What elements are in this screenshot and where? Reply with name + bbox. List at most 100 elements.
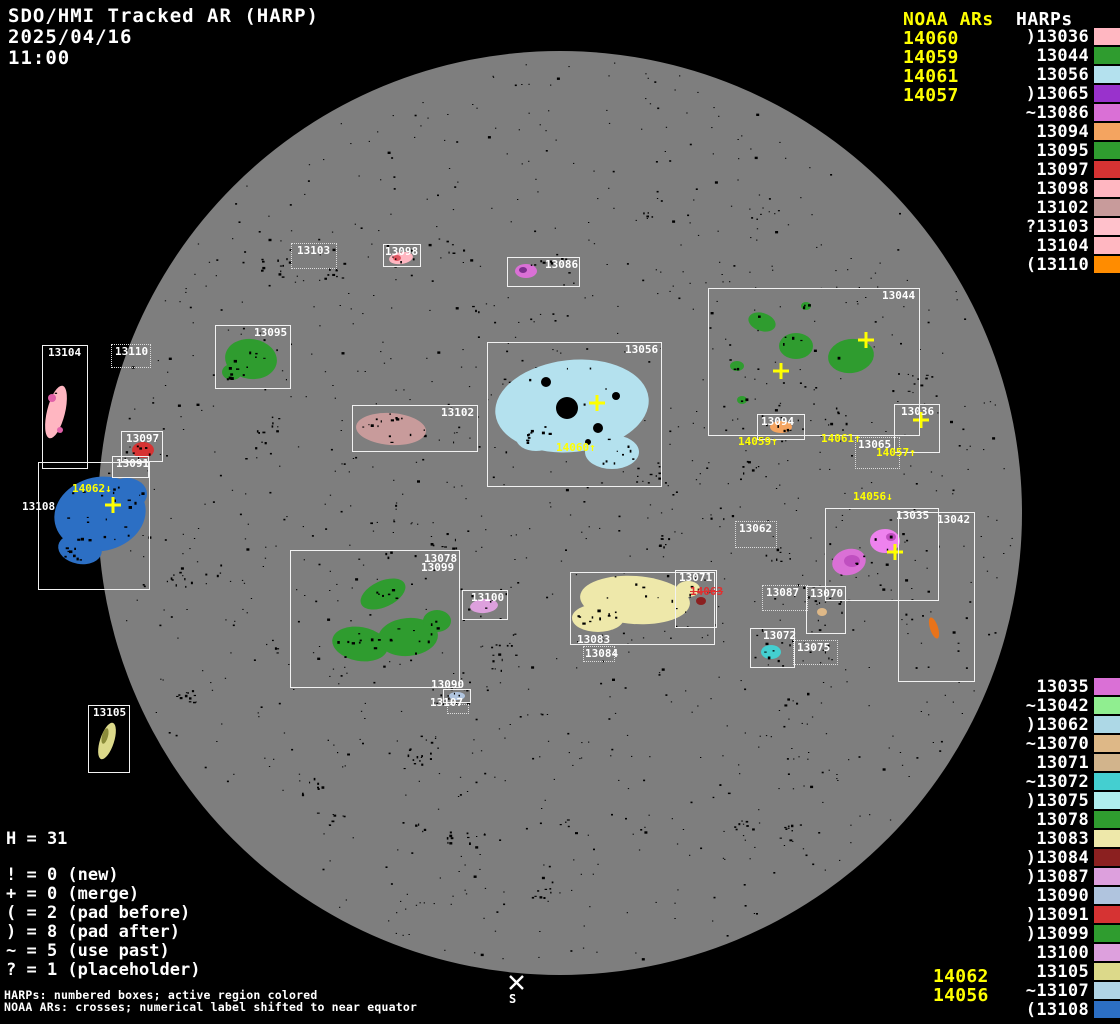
harp-list-item: ~13107 bbox=[900, 981, 1120, 1001]
harp-color-swatch bbox=[1094, 161, 1120, 178]
harp-list-item: (13110 bbox=[900, 255, 1120, 275]
harp-label-13099: 13099 bbox=[421, 561, 455, 574]
harp-label-13075: 13075 bbox=[797, 641, 831, 654]
region-blob-13094 bbox=[770, 421, 792, 433]
harp-box-13086 bbox=[507, 257, 580, 287]
harp-list-item: 13056 bbox=[900, 64, 1120, 85]
harp-box-13042 bbox=[898, 512, 975, 682]
noaa-cross bbox=[858, 332, 874, 348]
harp-box-13091 bbox=[112, 456, 149, 478]
harp-label-13042: 13042 bbox=[937, 513, 971, 526]
harp-label-13102: 13102 bbox=[441, 406, 475, 419]
harp-list-item: 13098 bbox=[900, 179, 1120, 199]
harp-color-swatch bbox=[1094, 218, 1120, 235]
harp-box-13056 bbox=[487, 342, 662, 487]
region-blob-13044 bbox=[779, 333, 813, 359]
harp-list-item: ~13070 bbox=[900, 733, 1120, 754]
noaa-number: 14057 bbox=[903, 85, 959, 106]
noaa-cross bbox=[913, 412, 929, 428]
harp-color-swatch bbox=[1094, 123, 1120, 140]
region-blob-13071 bbox=[696, 597, 706, 605]
harp-box-13075 bbox=[793, 640, 838, 665]
noaa-label-14059: 14059↑ bbox=[738, 435, 778, 448]
harp-color-swatch bbox=[1094, 868, 1120, 885]
harp-box-13099 bbox=[290, 550, 460, 688]
harp-color-swatch bbox=[1094, 678, 1120, 695]
harp-list-item: )13084 bbox=[900, 847, 1120, 868]
harp-color-swatch bbox=[1094, 792, 1120, 809]
harp-number: ~13070 bbox=[1025, 733, 1089, 754]
harp-label-13091: 13091 bbox=[116, 457, 150, 470]
harp-box-13087 bbox=[762, 585, 808, 611]
harp-list-item: 13097 bbox=[900, 160, 1120, 180]
noaa-number: 14062 bbox=[933, 966, 989, 987]
harp-number: ~13086 bbox=[1025, 102, 1089, 123]
harp-box-13103 bbox=[291, 243, 337, 269]
harp-color-swatch bbox=[1094, 1001, 1120, 1018]
harp-box-13102 bbox=[352, 405, 478, 452]
harp-number: )13084 bbox=[1025, 847, 1089, 868]
harp-label-13108: 13108 bbox=[22, 500, 56, 513]
harp-color-swatch bbox=[1094, 142, 1120, 159]
legend-line: ~ = 5 (use past) bbox=[6, 941, 170, 961]
harp-color-swatch bbox=[1094, 47, 1120, 64]
harp-box-13035 bbox=[825, 508, 939, 601]
harp-list-item: (13108 bbox=[900, 1000, 1120, 1020]
region-blob-13099 bbox=[378, 617, 438, 657]
harp-number: 13056 bbox=[1025, 64, 1089, 85]
harp-list-top: )13036 13044 13056)13065~13086 13094 130… bbox=[900, 27, 1120, 275]
harp-box-13100 bbox=[462, 590, 508, 620]
harp-number: ?13103 bbox=[1025, 216, 1089, 237]
harp-label-13098: 13098 bbox=[385, 245, 419, 258]
region-blob-13056 bbox=[585, 435, 639, 469]
harp-color-swatch bbox=[1094, 66, 1120, 83]
harp-list-item: )13065 bbox=[900, 83, 1120, 104]
harp-box-13044 bbox=[708, 288, 920, 436]
harp-list-title: HARPs bbox=[1016, 9, 1073, 30]
harp-label-13036: 13036 bbox=[901, 405, 935, 418]
harp-box-13108 bbox=[38, 462, 150, 590]
harp-label-13103: 13103 bbox=[297, 244, 331, 257]
noaa-number: 14059 bbox=[903, 47, 959, 68]
harp-color-swatch bbox=[1094, 256, 1120, 273]
harp-list-item: 13044 bbox=[900, 46, 1120, 66]
harp-box-13107 bbox=[447, 704, 469, 714]
region-blob-13044 bbox=[748, 312, 776, 332]
harp-box-13070 bbox=[806, 586, 846, 634]
harp-box-13036 bbox=[894, 404, 940, 453]
harp-list-item: )13036 bbox=[900, 27, 1120, 47]
region-blob-13104 bbox=[57, 427, 63, 433]
harp-number: 13035 bbox=[1025, 676, 1089, 697]
harp-count: H = 31 bbox=[6, 829, 68, 849]
region-blob-13102 bbox=[356, 412, 426, 446]
harp-label-13044: 13044 bbox=[882, 289, 916, 302]
noaa-number: 14060 bbox=[903, 28, 959, 49]
harp-number: )13065 bbox=[1025, 83, 1089, 104]
harp-label-13107: 13107 bbox=[430, 696, 464, 709]
harp-list-item: 13094 bbox=[900, 122, 1120, 142]
harp-box-13090 bbox=[443, 689, 471, 703]
harp-list-item: 13105 bbox=[900, 962, 1120, 982]
south-pole-label: S bbox=[509, 992, 517, 1006]
harp-label-13105: 13105 bbox=[93, 706, 127, 719]
header: SDO/HMI Tracked AR (HARP) 2025/04/16 11:… bbox=[8, 6, 319, 69]
region-blob-13083 bbox=[676, 581, 700, 597]
region-blob-13105 bbox=[101, 728, 109, 744]
time-label: 11:00 bbox=[8, 47, 71, 69]
harp-list-bottom: 13035~13042)13062~13070 13071~13072)1307… bbox=[900, 676, 1120, 1020]
harp-list-item: )13099 bbox=[900, 924, 1120, 944]
noaa-cross bbox=[887, 544, 903, 560]
harp-color-swatch bbox=[1094, 944, 1120, 961]
harp-label-13065: 13065 bbox=[858, 438, 892, 451]
harp-label-13070: 13070 bbox=[810, 587, 844, 600]
harp-list-item: 13078 bbox=[900, 810, 1120, 830]
noaa-cross bbox=[105, 497, 121, 513]
legend-line: ( = 2 (pad before) bbox=[6, 903, 191, 923]
harp-number: 13090 bbox=[1025, 885, 1089, 906]
harp-label-13078: 13078 bbox=[424, 552, 458, 565]
harp-box-13095 bbox=[215, 325, 291, 389]
